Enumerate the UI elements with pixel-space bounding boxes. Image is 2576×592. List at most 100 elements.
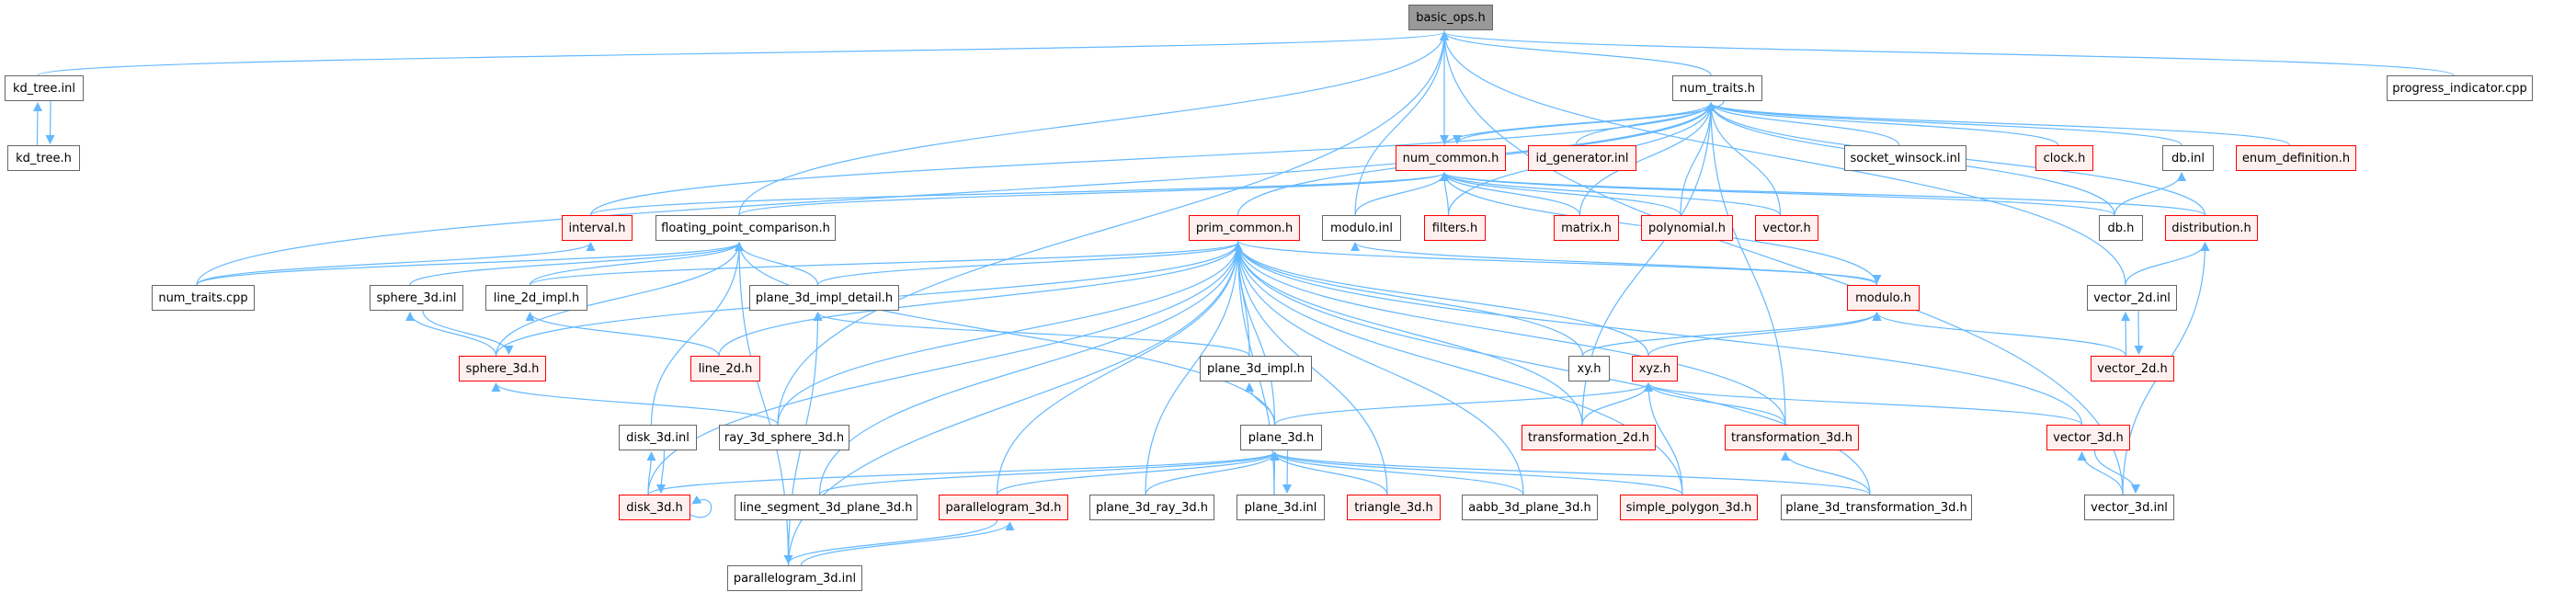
- node-plane-3d-inl[interactable]: plane_3d.inl: [1237, 495, 1325, 520]
- node-basic-ops-h[interactable]: basic_ops.h: [1408, 5, 1493, 30]
- node-num-common-h[interactable]: num_common.h: [1396, 145, 1506, 171]
- node-parallelogram-3d-h[interactable]: parallelogram_3d.h: [939, 495, 1068, 520]
- edge-disk-3d-inl-to-disk-3d-h: [656, 450, 667, 494]
- node-ray-3d-sphere-3d-h[interactable]: ray_3d_sphere_3d.h: [719, 425, 849, 450]
- node-plane-3d-transformation-3d-h[interactable]: plane_3d_transformation_3d.h: [1781, 495, 1972, 520]
- edge-db-h-to-num-common-h: [1440, 172, 2115, 216]
- node-floating-point-comparison-h[interactable]: floating_point_comparison.h: [655, 215, 836, 241]
- node-num-traits-cpp[interactable]: num_traits.cpp: [152, 285, 255, 311]
- edge-modulo-inl-to-basic-ops-h: [1354, 31, 1449, 216]
- edge-line-2d-h-to-prim-common-h: [718, 242, 1243, 357]
- node-distribution-h[interactable]: distribution.h: [2165, 215, 2258, 241]
- edge-disk-3d-h-to-plane-3d-h: [647, 451, 1280, 495]
- node-xyz-h[interactable]: xyz.h: [1632, 356, 1678, 381]
- edge-num-traits-h-to-basic-ops-h: [1440, 31, 1712, 76]
- edge-xy-h-to-prim-common-h: [1233, 242, 1584, 357]
- edge-transformation-3d-h-to-xyz-h: [1644, 382, 1786, 426]
- node-clock-h[interactable]: clock.h: [2035, 145, 2093, 171]
- node-vector-3d-inl[interactable]: vector_3d.inl: [2084, 495, 2174, 520]
- node-plane-3d-impl-h[interactable]: plane_3d_impl.h: [1200, 356, 1312, 381]
- edge-plane-3d-h-to-xyz-h: [1273, 382, 1653, 426]
- edge-transformation-3d-h-to-prim-common-h: [1233, 242, 1786, 426]
- edge-sphere-3d-inl-to-sphere-3d-h: [422, 310, 514, 355]
- node-sphere-3d-h[interactable]: sphere_3d.h: [459, 356, 546, 381]
- node-line-2d-impl-h[interactable]: line_2d_impl.h: [485, 285, 587, 311]
- edge-sphere-3d-h-to-sphere-3d-inl: [405, 312, 497, 357]
- node-aabb-3d-plane-3d-h[interactable]: aabb_3d_plane_3d.h: [1462, 495, 1598, 520]
- edge-interval-h-to-num-common-h: [589, 172, 1449, 216]
- edge-disk-3d-h-to-disk-3d-inl: [646, 451, 656, 495]
- node-modulo-h[interactable]: modulo.h: [1847, 285, 1920, 311]
- node-parallelogram-3d-inl[interactable]: parallelogram_3d.inl: [727, 565, 862, 591]
- edge-plane-3d-inl-to-plane-3d-h: [1270, 451, 1280, 495]
- edge-parallelogram-3d-inl-to-parallelogram-3d-h: [800, 521, 1015, 566]
- edge-line-2d-impl-h-to-floating-point-comparison-h: [529, 242, 744, 286]
- node-enum-definition-h[interactable]: enum_definition.h: [2236, 145, 2356, 171]
- edge-num-traits-cpp-to-num-traits-h: [196, 102, 1715, 286]
- node-interval-h[interactable]: interval.h: [562, 215, 633, 241]
- edge-triangle-3d-h-to-prim-common-h: [1233, 242, 1388, 495]
- edge-vector-2d-inl-to-distribution-h: [2125, 242, 2210, 286]
- node-sphere-3d-inl[interactable]: sphere_3d.inl: [370, 285, 463, 311]
- node-matrix-h[interactable]: matrix.h: [1554, 215, 1619, 241]
- edge-vector-3d-h-to-xyz-h: [1644, 382, 2083, 426]
- edge-vector-3d-h-to-prim-common-h: [1233, 242, 2083, 426]
- node-disk-3d-h[interactable]: disk_3d.h: [619, 495, 690, 520]
- node-triangle-3d-h[interactable]: triangle_3d.h: [1347, 495, 1441, 520]
- node-vector-h[interactable]: vector.h: [1755, 215, 1818, 241]
- edge-interval-h-to-num-traits-h: [589, 102, 1715, 216]
- edge-clock-h-to-num-traits-h: [1706, 102, 2059, 146]
- node-simple-polygon-3d-h[interactable]: simple_polygon_3d.h: [1620, 495, 1758, 520]
- node-vector-2d-h[interactable]: vector_2d.h: [2091, 356, 2174, 381]
- node-xy-h[interactable]: xy.h: [1568, 356, 1610, 381]
- edge-floating-point-comparison-h-to-num-common-h: [738, 172, 1449, 216]
- node-polynomial-h[interactable]: polynomial.h: [1641, 215, 1733, 241]
- node-db-inl[interactable]: db.inl: [2162, 145, 2214, 171]
- edge-matrix-h-to-num-common-h: [1440, 172, 1581, 216]
- node-line-2d-h[interactable]: line_2d.h: [690, 356, 760, 381]
- edge-vector-3d-h-to-vector-3d-inl: [2093, 450, 2140, 494]
- node-socket-winsock-inl[interactable]: socket_winsock.inl: [1844, 145, 1966, 171]
- edge-modulo-inl-to-num-common-h: [1354, 172, 1449, 216]
- node-progress-indicator-cpp[interactable]: progress_indicator.cpp: [2387, 75, 2533, 101]
- edge-plane-3d-transformation-3d-h-to-prim-common-h: [1233, 242, 1871, 495]
- edge-parallelogram-3d-h-to-parallelogram-3d-inl: [783, 519, 998, 564]
- node-id-generator-inl[interactable]: id_generator.inl: [1528, 145, 1636, 171]
- edge-enum-definition-h-to-num-traits-h: [1706, 102, 2291, 146]
- node-filters-h[interactable]: filters.h: [1424, 215, 1486, 241]
- edge-transformation-2d-h-to-prim-common-h: [1233, 242, 1583, 426]
- edge-plane-3d-impl-detail-h-to-prim-common-h: [816, 242, 1243, 286]
- edge-xy-h-to-modulo-h: [1581, 312, 1882, 357]
- edge-vector-2d-h-to-modulo-h: [1872, 312, 2127, 357]
- edge-vector-3d-inl-to-basic-ops-h: [1440, 31, 2124, 495]
- edge-plane-3d-h-to-prim-common-h: [1233, 242, 1276, 426]
- edge-transformation-3d-h-to-num-traits-h: [1706, 102, 1786, 426]
- edge-disk-3d-inl-to-floating-point-comparison-h: [650, 242, 744, 426]
- edge-db-inl-to-num-traits-h: [1706, 102, 2183, 146]
- node-plane-3d-ray-3d-h[interactable]: plane_3d_ray_3d.h: [1089, 495, 1214, 520]
- node-plane-3d-impl-detail-h[interactable]: plane_3d_impl_detail.h: [749, 285, 899, 311]
- node-plane-3d-h[interactable]: plane_3d.h: [1240, 425, 1322, 450]
- node-num-traits-h[interactable]: num_traits.h: [1672, 75, 1762, 101]
- edge-aabb-3d-plane-3d-h-to-prim-common-h: [1233, 242, 1524, 495]
- edge-distribution-h-to-num-common-h: [1440, 172, 2206, 216]
- edge-parallelogram-3d-h-to-plane-3d-h: [996, 451, 1280, 495]
- edge-progress-indicator-cpp-to-basic-ops-h: [1440, 31, 2455, 76]
- node-kd-tree-h[interactable]: kd_tree.h: [7, 145, 80, 171]
- node-transformation-2d-h[interactable]: transformation_2d.h: [1522, 425, 1656, 450]
- node-vector-3d-h[interactable]: vector_3d.h: [2046, 425, 2130, 450]
- node-prim-common-h[interactable]: prim_common.h: [1189, 215, 1300, 241]
- node-modulo-inl[interactable]: modulo.inl: [1322, 215, 1401, 241]
- node-line-segment-3d-plane-3d-h[interactable]: line_segment_3d_plane_3d.h: [735, 495, 918, 520]
- node-vector-2d-inl[interactable]: vector_2d.inl: [2087, 285, 2177, 311]
- edge-kd-tree-h-to-kd-tree-inl: [32, 102, 42, 146]
- edge-line-segment-3d-plane-3d-h-to-plane-3d-h: [818, 451, 1280, 495]
- edge-line-2d-h-to-line-2d-impl-h: [525, 312, 720, 357]
- edge-plane-3d-ray-3d-h-to-plane-3d-h: [1145, 451, 1280, 495]
- edge-modulo-h-to-modulo-inl: [1351, 242, 1878, 286]
- node-transformation-3d-h[interactable]: transformation_3d.h: [1725, 425, 1859, 450]
- node-disk-3d-inl[interactable]: disk_3d.inl: [619, 425, 697, 450]
- node-db-h[interactable]: db.h: [2099, 215, 2143, 241]
- node-kd-tree-inl[interactable]: kd_tree.inl: [5, 75, 84, 101]
